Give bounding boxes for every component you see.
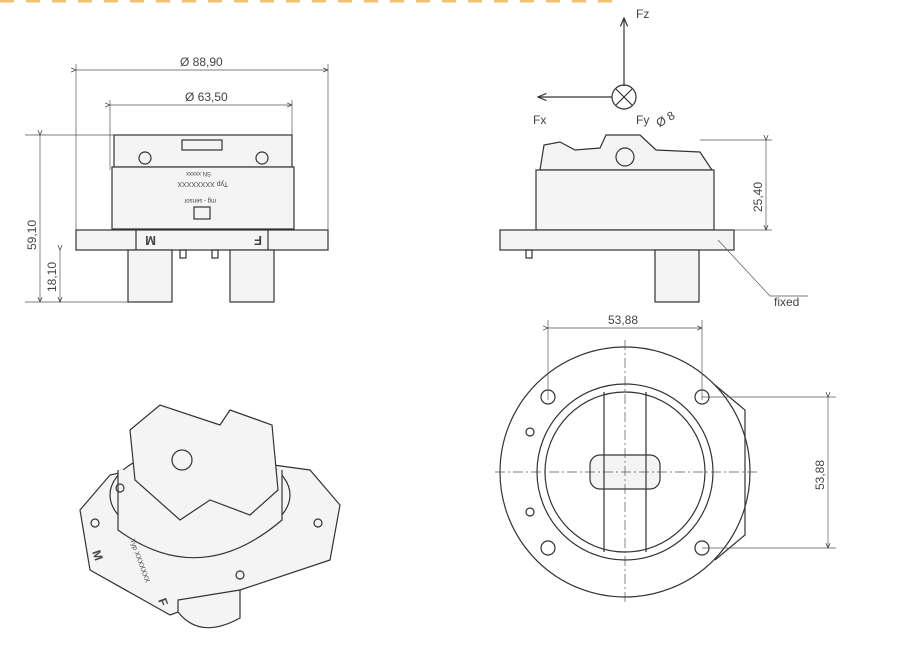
mark-m: M — [145, 233, 156, 248]
label-serial: SN xxxxx — [186, 170, 211, 176]
iso-mark-f: F — [155, 596, 171, 608]
front-view: Ø 88,90 Ø 63,50 59,10 18,10 Typ XXXXXXXX… — [25, 55, 328, 302]
dim-inner-diameter: Ø 63,50 — [185, 90, 228, 104]
dim-base-height: 18,10 — [45, 262, 59, 292]
iso-mark-m: M — [89, 548, 106, 562]
dim-top-width: 53,88 — [608, 313, 638, 327]
label-type: Typ XXXXXXXX — [177, 180, 228, 187]
dim-side-height: 25,40 — [751, 182, 765, 212]
isometric-view: Typ XXXXXXX M F — [79, 404, 341, 629]
dim-top-height: 53,88 — [813, 460, 827, 490]
dim-hole: Ø 8 — [654, 108, 678, 130]
logo-icon — [193, 206, 211, 220]
force-x-label: Fx — [533, 113, 546, 127]
top-view: 53,88 53,88 — [495, 313, 836, 605]
label-fixed: fixed — [774, 295, 799, 309]
force-z-label: Fz — [636, 7, 649, 21]
fixed-leader-line — [717, 239, 771, 297]
side-view: Fz Fx Fy Ø 8 25,40 fixed — [499, 7, 808, 309]
label-brand: mg - sensor — [184, 197, 216, 203]
dim-outer-diameter: Ø 88,90 — [180, 55, 223, 69]
dim-total-height: 59,10 — [25, 220, 39, 250]
force-y-label: Fy — [636, 113, 649, 127]
force-y-into-page-icon — [611, 84, 637, 110]
mark-f: F — [254, 233, 262, 248]
